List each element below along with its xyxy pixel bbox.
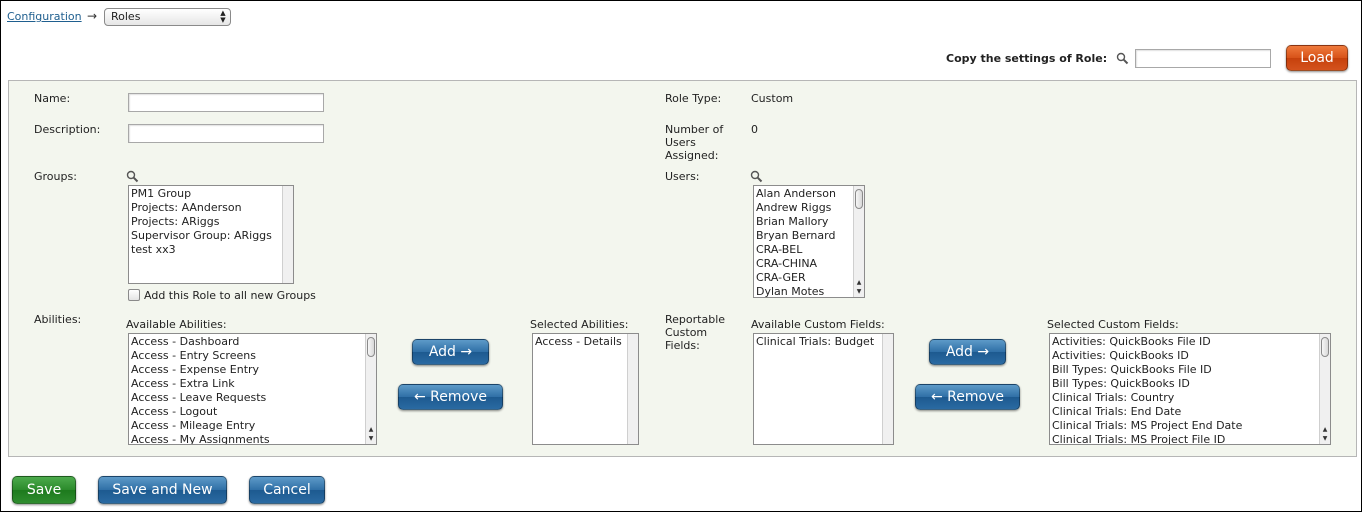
group-option[interactable]: Supervisor Group: ARiggs: [131, 229, 272, 242]
available-ability-option[interactable]: Access - My Assignments: [131, 433, 270, 445]
user-option[interactable]: CRA-GER: [756, 271, 806, 284]
selected-custom-field-option[interactable]: Activities: QuickBooks ID: [1052, 349, 1189, 362]
selected-abilities-listbox[interactable]: Access - Details: [532, 333, 639, 445]
abilities-label: Abilities:: [34, 313, 82, 326]
selected-custom-field-option[interactable]: Bill Types: QuickBooks File ID: [1052, 363, 1212, 376]
available-ability-option[interactable]: Access - Leave Requests: [131, 391, 267, 404]
scroll-down-icon[interactable]: ▼: [368, 435, 374, 442]
breadcrumb-configuration-link[interactable]: Configuration: [7, 10, 82, 23]
groups-label: Groups:: [34, 170, 77, 183]
save-button[interactable]: Save: [12, 476, 76, 504]
scroll-thumb[interactable]: [367, 337, 375, 357]
name-input[interactable]: [128, 93, 324, 112]
groups-search-icon[interactable]: [126, 170, 139, 186]
load-button[interactable]: Load: [1286, 45, 1348, 71]
selected-custom-field-option[interactable]: Clinical Trials: Country: [1052, 391, 1175, 404]
available-custom-fields-scrollbar[interactable]: [882, 334, 893, 444]
selected-abilities-scrollbar[interactable]: [627, 334, 638, 444]
users-label: Users:: [665, 170, 700, 183]
available-ability-option[interactable]: Access - Dashboard: [131, 335, 240, 348]
add-role-checkbox[interactable]: [128, 289, 140, 301]
available-ability-option[interactable]: Access - Expense Entry: [131, 363, 260, 376]
group-option[interactable]: Projects: ARiggs: [131, 215, 220, 228]
selected-custom-field-option[interactable]: Activities: QuickBooks File ID: [1052, 335, 1211, 348]
user-option[interactable]: CRA-BEL: [756, 243, 803, 256]
description-input[interactable]: [128, 124, 324, 143]
group-option[interactable]: PM1 Group: [131, 187, 192, 200]
scroll-up-icon[interactable]: ▲: [856, 279, 862, 286]
user-option[interactable]: Andrew Riggs: [756, 201, 832, 214]
selected-abilities-label: Selected Abilities:: [530, 318, 629, 331]
scroll-up-icon[interactable]: ▲: [368, 426, 374, 433]
breadcrumb-arrow: →: [87, 9, 98, 23]
available-custom-field-option[interactable]: Clinical Trials: Budget: [756, 335, 875, 348]
selected-ability-option[interactable]: Access - Details: [535, 335, 622, 348]
user-option[interactable]: CRA-CHINA: [756, 257, 818, 270]
add-role-checkbox-label: Add this Role to all new Groups: [144, 289, 316, 302]
users-assigned-label: Number of Users Assigned:: [665, 123, 724, 162]
page-select[interactable]: Roles ▲▼: [104, 8, 231, 26]
group-option[interactable]: Projects: AAnderson: [131, 201, 242, 214]
description-label: Description:: [34, 123, 101, 136]
selected-custom-field-option[interactable]: Clinical Trials: MS Project File ID: [1052, 433, 1226, 445]
selected-custom-field-option[interactable]: Bill Types: QuickBooks ID: [1052, 377, 1190, 390]
selected-custom-field-option[interactable]: Clinical Trials: MS Project End Date: [1052, 419, 1243, 432]
scroll-up-icon[interactable]: ▲: [1322, 426, 1328, 433]
users-search-icon[interactable]: [750, 170, 763, 186]
users-assigned-value: 0: [751, 123, 758, 136]
available-ability-option[interactable]: Access - Extra Link: [131, 377, 235, 390]
user-option[interactable]: Bryan Bernard: [756, 229, 836, 242]
role-type-value: Custom: [751, 92, 794, 105]
search-icon: [1116, 52, 1129, 68]
remove-custom-field-button[interactable]: ← Remove: [915, 384, 1020, 410]
available-abilities-label: Available Abilities:: [126, 318, 227, 331]
scroll-down-icon[interactable]: ▼: [856, 288, 862, 295]
role-type-label: Role Type:: [665, 92, 722, 105]
selected-custom-fields-scrollbar[interactable]: ▲ ▼: [1319, 334, 1330, 444]
user-option[interactable]: Alan Anderson: [756, 187, 836, 200]
copy-role-input[interactable]: [1135, 49, 1271, 68]
user-option[interactable]: Brian Mallory: [756, 215, 829, 228]
cancel-button[interactable]: Cancel: [249, 476, 325, 504]
page-select-value: Roles: [111, 10, 141, 23]
available-custom-fields-label: Available Custom Fields:: [751, 318, 885, 331]
users-scrollbar[interactable]: ▲ ▼: [853, 186, 864, 297]
save-and-new-button[interactable]: Save and New: [98, 476, 227, 504]
copy-settings-label: Copy the settings of Role:: [946, 52, 1108, 65]
available-ability-option[interactable]: Access - Logout: [131, 405, 218, 418]
user-option[interactable]: Dylan Motes: [756, 285, 825, 298]
remove-ability-button[interactable]: ← Remove: [398, 384, 503, 410]
select-spinner-icon: ▲▼: [220, 9, 226, 24]
scroll-thumb[interactable]: [1321, 337, 1329, 357]
add-custom-field-button[interactable]: Add →: [929, 339, 1006, 365]
available-ability-option[interactable]: Access - Mileage Entry: [131, 419, 256, 432]
scroll-thumb[interactable]: [855, 189, 863, 209]
scroll-down-icon[interactable]: ▼: [1322, 435, 1328, 442]
selected-custom-fields-label: Selected Custom Fields:: [1047, 318, 1179, 331]
available-abilities-scrollbar[interactable]: ▲ ▼: [365, 334, 376, 444]
reportable-custom-fields-label: Reportable Custom Fields:: [665, 313, 726, 352]
selected-custom-field-option[interactable]: Clinical Trials: End Date: [1052, 405, 1182, 418]
add-ability-button[interactable]: Add →: [412, 339, 489, 365]
available-ability-option[interactable]: Access - Entry Screens: [131, 349, 256, 362]
group-option[interactable]: test xx3: [131, 243, 176, 256]
groups-scrollbar[interactable]: [282, 186, 293, 283]
name-label: Name:: [34, 92, 71, 105]
available-custom-fields-listbox[interactable]: Clinical Trials: Budget: [753, 333, 894, 445]
